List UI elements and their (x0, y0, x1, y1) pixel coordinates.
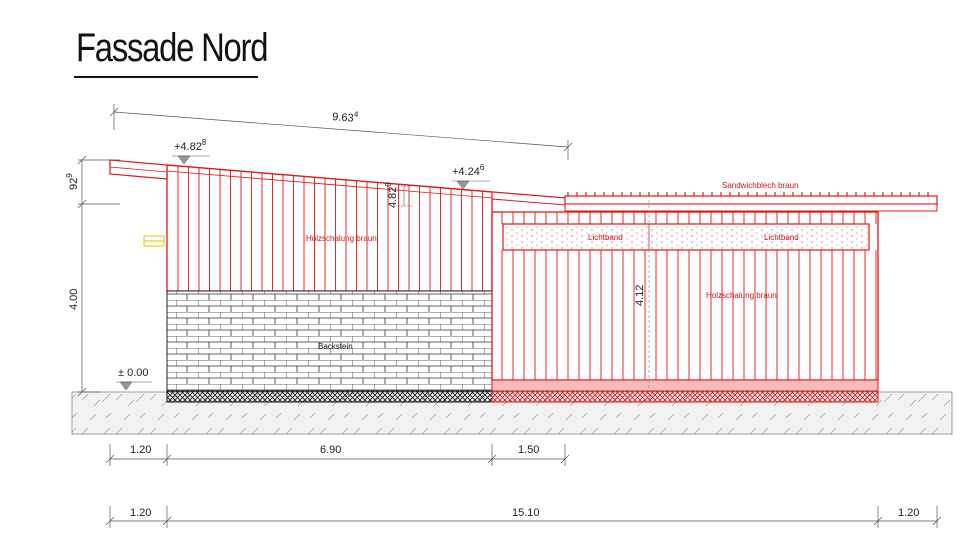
label-skylight-1: Lichtband (588, 233, 623, 242)
level-ground: ± 0.00 (118, 367, 149, 379)
label-right-cladding: Holzschalung braun (706, 291, 777, 300)
label-left-cladding: Holzschalung braun (306, 234, 377, 243)
label-skylight-2: Lichtband (764, 233, 799, 242)
level-ridge: +4.828 (174, 138, 207, 153)
brick-wall (166, 290, 493, 392)
left-cladding-battens (177, 165, 483, 291)
label-brick: Backstein (318, 342, 353, 351)
plinth-right (491, 390, 879, 403)
label-roof: Sandwichblech braun (722, 181, 799, 190)
plinth-left (166, 390, 493, 403)
top-dimension-line (113, 111, 569, 148)
roof-corrugation (567, 192, 929, 196)
right-cladding-battens (501, 212, 877, 380)
dim-row2-c: 1.20 (898, 507, 919, 519)
dim-row2-b: 15.10 (512, 507, 540, 519)
right-plinth-band (491, 379, 879, 392)
sandwich-roof-panel (564, 195, 938, 205)
dimension-row-2 (105, 506, 942, 528)
dim-row1-b: 6.90 (320, 444, 341, 456)
drawing-title: Fassade Nord (76, 26, 268, 70)
top-length-dimension: 9.634 (332, 108, 359, 125)
left-upper-cladding (166, 164, 493, 292)
roof-step-dimension: 4.820 (384, 182, 399, 208)
dim-row1-c: 1.50 (518, 444, 539, 456)
skylight-band (502, 223, 870, 251)
level-eave: +4.246 (452, 163, 485, 178)
dim-row1-a: 1.20 (130, 444, 151, 456)
left-height-a: 929 (65, 173, 80, 190)
left-height-b: 4.00 (68, 289, 80, 310)
dim-row2-a: 1.20 (130, 507, 151, 519)
dimension-row-1 (105, 444, 570, 466)
right-roof (491, 191, 566, 206)
right-height-dimension: 4.12 (634, 285, 646, 306)
title-underline (74, 76, 258, 78)
